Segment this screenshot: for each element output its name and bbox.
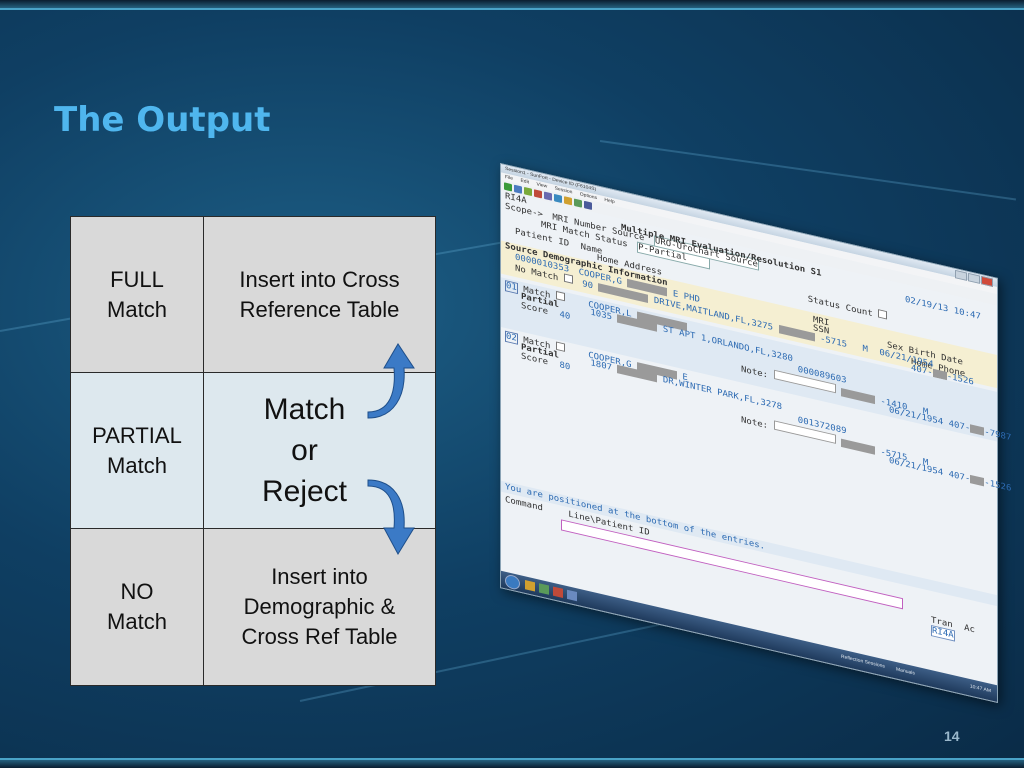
phone-prefix: 407- bbox=[948, 469, 971, 485]
top-border bbox=[0, 0, 1024, 10]
application-screenshot: Session1 - SunFort - Device ID (F6104S) … bbox=[500, 163, 1011, 704]
taskbar: Reflection Sessions Manuals 10:47 AM bbox=[501, 570, 997, 702]
partial-match-label: PARTIAL Match bbox=[71, 373, 204, 529]
play-icon[interactable] bbox=[574, 198, 582, 208]
menu-file[interactable]: File bbox=[505, 174, 514, 182]
phone-tail: -7987 bbox=[984, 427, 1012, 443]
redacted-block bbox=[840, 438, 875, 455]
copy-icon[interactable] bbox=[544, 191, 552, 201]
connect-icon[interactable] bbox=[504, 182, 512, 192]
full-match-label: FULL Match bbox=[71, 217, 204, 373]
paste-icon[interactable] bbox=[554, 193, 562, 204]
entry-birth-phone: 06/21/1954 407--1526 bbox=[889, 456, 1011, 493]
stop-icon[interactable] bbox=[534, 189, 542, 199]
taskbar-app-icon[interactable] bbox=[553, 586, 563, 598]
label-line: NO bbox=[120, 579, 154, 604]
action-line: Demographic & bbox=[243, 594, 396, 619]
arrow-up-icon bbox=[367, 343, 415, 419]
menu-edit[interactable]: Edit bbox=[520, 177, 530, 186]
arrow-down-icon bbox=[367, 479, 415, 556]
taskbar-app-icon[interactable] bbox=[567, 589, 577, 602]
action-line: or bbox=[291, 434, 318, 467]
taskbar-manuals: Manuals bbox=[896, 666, 915, 677]
print-icon[interactable] bbox=[524, 186, 532, 197]
label-line: FULL bbox=[110, 266, 164, 292]
date-time: 02/19/13 10:47 bbox=[905, 295, 981, 322]
label-line: Match bbox=[107, 452, 167, 478]
taskbar-app-icon[interactable] bbox=[539, 583, 549, 595]
taskbar-app-icon[interactable] bbox=[525, 580, 535, 592]
action-line: Reject bbox=[261, 475, 348, 508]
bottom-border bbox=[0, 758, 1024, 768]
action-line: Insert into bbox=[271, 564, 368, 589]
macro-icon[interactable] bbox=[564, 196, 572, 206]
label-line: Match bbox=[107, 296, 167, 322]
note-label: Note: bbox=[741, 415, 769, 431]
no-match-checkbox[interactable] bbox=[563, 273, 573, 284]
start-button-icon[interactable] bbox=[505, 573, 520, 591]
slide-title: The Output bbox=[54, 100, 271, 140]
no-match-label: NO Match bbox=[71, 529, 204, 685]
source-sex: M bbox=[862, 344, 868, 355]
taskbar-clock: 10:47 AM bbox=[969, 683, 991, 695]
action-line: Match bbox=[263, 393, 346, 426]
page-number: 14 bbox=[944, 728, 960, 744]
action-line: Cross Ref Table bbox=[241, 624, 398, 649]
entry-score: 80 bbox=[559, 360, 571, 373]
label-line: Match bbox=[107, 609, 167, 634]
save-icon[interactable] bbox=[514, 184, 522, 194]
taskbar-text: Reflection Sessions bbox=[841, 653, 885, 670]
settings-icon[interactable] bbox=[584, 200, 592, 210]
label-line: PARTIAL bbox=[92, 422, 182, 448]
menu-view[interactable]: View bbox=[536, 181, 548, 190]
redacted-block bbox=[970, 474, 985, 487]
ac-label: Ac bbox=[964, 623, 975, 636]
entry-number: 02 bbox=[505, 330, 518, 345]
action-line: Insert into Cross bbox=[239, 266, 400, 292]
terminal-window: Session1 - SunFort - Device ID (F6104S) … bbox=[500, 163, 1011, 704]
status-count-checkbox[interactable] bbox=[878, 309, 888, 320]
phone-tail: -1526 bbox=[984, 478, 1012, 494]
action-line: Reference Table bbox=[239, 296, 400, 322]
menu-help[interactable]: Help bbox=[604, 197, 615, 206]
